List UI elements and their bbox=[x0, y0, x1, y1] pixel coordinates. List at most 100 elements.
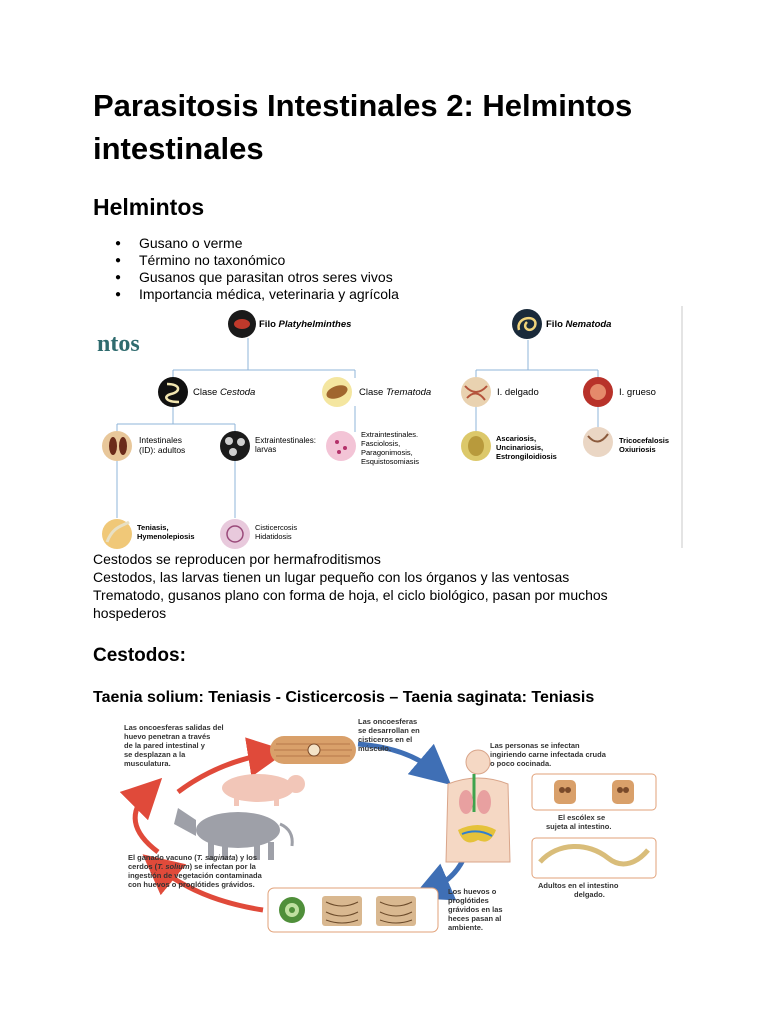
clase-trematoda-prefix: Clase bbox=[359, 387, 386, 398]
cycle-text-oncoesferas-2: cisticeros en el bbox=[358, 735, 412, 744]
svg-text:El ganado vacuno (T. saginata): El ganado vacuno (T. saginata) y los bbox=[128, 853, 257, 862]
cycle-text-huevos: Los huevos o bbox=[448, 887, 497, 896]
taenia-heading: Taenia solium: Teniasis - Cisticercosis … bbox=[93, 689, 595, 706]
teniasis-label-1: Teniasis, bbox=[137, 523, 169, 532]
cycle-text-oncoesferas-1: se desplazan a la bbox=[124, 750, 186, 759]
adult-worm-illustration bbox=[538, 844, 650, 867]
bullet-item: Término no taxonómico bbox=[93, 252, 399, 269]
egg-illustration bbox=[279, 897, 305, 923]
cycle-text-adultos: Adultos en el intestino bbox=[538, 881, 619, 890]
cycle-text-ganado: con huevos o proglótides grávidos. bbox=[128, 880, 255, 889]
cycle-text-ganado-italic: T. saginata bbox=[197, 853, 236, 862]
svg-text:Clase Cestoda: Clase Cestoda bbox=[193, 387, 255, 398]
trematoda-disease-3: Paragonimosis, bbox=[361, 448, 413, 457]
cycle-text-ganado: ingestión de vegetación contaminada bbox=[128, 871, 263, 880]
cycle-text-oncoesferas-2: se desarrollan en bbox=[358, 726, 420, 735]
figure-watermark-text: ntos bbox=[97, 331, 140, 357]
note-line: Cestodos, las larvas tienen un lugar peq… bbox=[93, 569, 570, 585]
nematoda-icon bbox=[512, 309, 542, 339]
tree-connectors bbox=[116, 306, 683, 548]
i-delgado-label: I. delgado bbox=[497, 387, 539, 398]
taenia-worm-icon bbox=[102, 519, 132, 549]
cow-illustration bbox=[174, 808, 294, 860]
cycle-text-ganado-italic: T. solium bbox=[157, 862, 190, 871]
cycle-text-ganado: ) y los bbox=[235, 853, 257, 862]
cycle-text-huevos: proglótides bbox=[448, 896, 489, 905]
proglottid-illustration bbox=[322, 896, 416, 926]
cycle-text-ganado: cerdos ( bbox=[128, 862, 158, 871]
intestinales-label-2: (ID): adultos bbox=[139, 445, 185, 455]
trematoda-disease-1: Extraintestinales. bbox=[361, 430, 418, 439]
arrow-red-left bbox=[119, 777, 163, 854]
bullet-item: Gusano o verme bbox=[93, 235, 399, 252]
cycle-text-personas: Las personas se infectan bbox=[490, 741, 580, 750]
bullet-item: Importancia médica, veterinaria y agríco… bbox=[93, 286, 399, 303]
filo-nema-name: Nematoda bbox=[566, 319, 612, 330]
arrow-red-top bbox=[176, 737, 288, 795]
delgado-disease-1: Ascariosis, bbox=[496, 434, 536, 443]
extraint-label-2: larvas bbox=[255, 445, 276, 454]
cisti-label-1: Cisticercosis bbox=[255, 523, 297, 532]
intestinales-label-1: Intestinales bbox=[139, 435, 182, 445]
cycle-text-escolex: sujeta al intestino. bbox=[546, 822, 611, 831]
cycle-text-oncoesferas-1: musculatura. bbox=[124, 759, 171, 768]
notes-paragraph: Cestodos se reproducen por hermafroditis… bbox=[93, 550, 653, 622]
scolex-illustration bbox=[554, 780, 634, 804]
svg-text:Filo Platyhelminthes: Filo Platyhelminthes bbox=[259, 319, 351, 330]
delgado-disease-3: Estrongiloidiosis bbox=[496, 452, 557, 461]
teniasis-label-2: Hymenolepiosis bbox=[137, 532, 195, 541]
cisti-label-2: Hidatidosis bbox=[255, 532, 292, 541]
scolex-box bbox=[531, 773, 657, 811]
clase-cestoda-name: Cestoda bbox=[220, 387, 255, 398]
arrow-red-bottom bbox=[142, 854, 264, 913]
section-heading-helmintos: Helmintos bbox=[93, 194, 205, 220]
i-grueso-label: I. grueso bbox=[619, 387, 656, 398]
cycle-text-escolex: El escólex se bbox=[558, 813, 605, 822]
clase-cestoda-prefix: Clase bbox=[193, 387, 220, 398]
cycle-text-huevos: ambiente. bbox=[448, 923, 483, 932]
pig-illustration bbox=[222, 774, 305, 806]
filo-platy-prefix: Filo bbox=[259, 319, 279, 330]
cycle-text-adultos: delgado. bbox=[574, 890, 605, 899]
svg-text:Clase Trematoda: Clase Trematoda bbox=[359, 387, 431, 398]
svg-text:cerdos (T. solium) se infectan: cerdos (T. solium) se infectan por la bbox=[128, 862, 257, 871]
svg-text:Filo Nematoda: Filo Nematoda bbox=[546, 319, 611, 330]
cycle-text-huevos: grávidos en las bbox=[448, 905, 503, 914]
cycle-text-huevos: heces pasan al bbox=[448, 914, 501, 923]
human-torso-illustration bbox=[445, 749, 511, 863]
grueso-disease-1: Tricocefalosis bbox=[619, 436, 669, 445]
filo-platy-name: Platyhelminthes bbox=[279, 319, 352, 330]
clase-trematoda-name: Trematoda bbox=[386, 387, 431, 398]
filo-nema-prefix: Filo bbox=[546, 319, 566, 330]
cestoda-icon bbox=[158, 377, 188, 407]
document-title: Parasitosis Intestinales 2: Helmintos in… bbox=[93, 88, 633, 166]
trematoda-disease-2: Fasciolosis, bbox=[361, 439, 400, 448]
grueso-disease-2: Oxiuriosis bbox=[619, 445, 656, 454]
cycle-text-oncoesferas-1: de la pared intestinal y bbox=[124, 741, 206, 750]
cyst-tissue-icon bbox=[220, 519, 250, 549]
arrow-blue-top bbox=[357, 741, 452, 786]
cestode-larva-icon bbox=[220, 431, 250, 461]
note-line: Cestodos se reproducen por hermafroditis… bbox=[93, 551, 381, 567]
cycle-text-personas: o poco cocinada. bbox=[490, 759, 551, 768]
delgado-disease-2: Uncinariosis, bbox=[496, 443, 543, 452]
cycle-text-oncoesferas-1: huevo penetran a través bbox=[124, 732, 210, 741]
cestodos-heading: Cestodos: bbox=[93, 645, 186, 666]
muscle-cyst-illustration bbox=[270, 736, 356, 764]
bullet-list: Gusano o verme Término no taxonómico Gus… bbox=[93, 235, 399, 303]
cycle-text-personas: ingiriendo carne infectada cruda bbox=[490, 750, 607, 759]
arrow-blue-bottom bbox=[411, 858, 466, 901]
cycle-text-oncoesferas-2: Las oncoesferas bbox=[358, 717, 417, 726]
cycle-text-ganado: ) se infectan por la bbox=[190, 862, 257, 871]
cycle-text-ganado: El ganado vacuno ( bbox=[128, 853, 197, 862]
trematode-tissue-icon bbox=[326, 431, 356, 461]
bullet-item: Gusanos que parasitan otros seres vivos bbox=[93, 269, 399, 286]
cycle-text-oncoesferas-1: Las oncoesferas salidas del bbox=[124, 723, 224, 732]
helminth-taxonomy-figure: ntos Filo Platyhelminthes bbox=[97, 306, 683, 549]
extraint-label-1: Extraintestinales: bbox=[255, 436, 316, 445]
taenia-life-cycle-figure: Las oncoesferas salidas del huevo penetr… bbox=[119, 717, 657, 933]
cycle-text-oncoesferas-2: músculo. bbox=[358, 744, 391, 753]
note-line: Trematodo, gusanos plano con forma de ho… bbox=[93, 587, 608, 621]
trematoda-disease-4: Esquistosomiasis bbox=[361, 457, 419, 466]
